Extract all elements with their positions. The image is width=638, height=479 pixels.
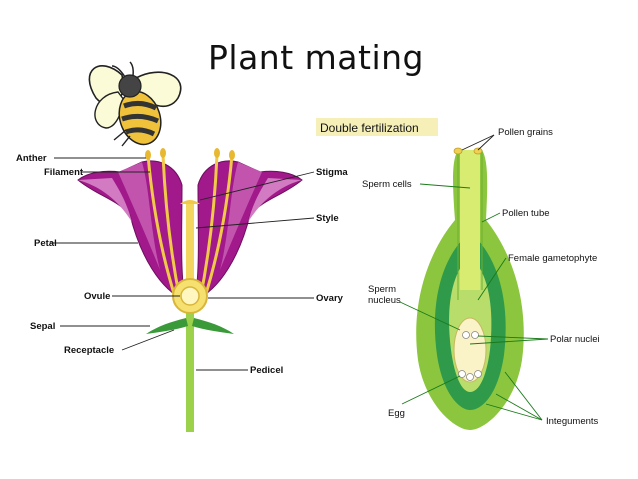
ovule-diagram: [416, 147, 524, 430]
right-petal-inner: [220, 162, 262, 270]
pollen-grain-2: [473, 147, 483, 155]
label-egg: Egg: [388, 408, 405, 419]
ovule: [180, 286, 200, 306]
pollen-grain: [453, 147, 463, 155]
label-sperm: Sperm: [368, 284, 396, 295]
label-style: Style: [316, 213, 339, 224]
stigma: [180, 200, 200, 204]
right-sepal: [192, 318, 234, 334]
double-fertilization-header: Double fertilization: [316, 118, 438, 136]
label-stigma: Stigma: [316, 167, 348, 178]
label-anther: Anther: [16, 153, 47, 164]
label-integuments: Integuments: [546, 416, 599, 427]
label-nucleus: nucleus: [368, 295, 401, 306]
right-filament-2: [198, 154, 219, 301]
label-pollen-grains: Pollen grains: [498, 127, 553, 138]
anther-2: [160, 148, 166, 158]
anther-3: [229, 150, 235, 160]
egg-cell: [458, 370, 466, 378]
right-petal-curl: [248, 178, 302, 222]
header-highlight: [316, 118, 438, 136]
flower-labels: Anther Filament Petal Ovule Sepal Recept…: [16, 153, 348, 376]
bee-icon: [88, 61, 182, 147]
left-filament: [146, 154, 178, 301]
label-petal: Petal: [34, 238, 57, 249]
slide-title: Plant mating: [208, 38, 424, 77]
left-filament-2: [161, 154, 182, 301]
label-sperm-cells: Sperm cells: [362, 179, 412, 190]
flower-diagram: [77, 148, 303, 432]
style: [186, 202, 194, 288]
label-filament: Filament: [44, 167, 84, 178]
polar-nucleus: [462, 331, 470, 339]
left-sepal: [146, 318, 188, 334]
label-ovary: Ovary: [316, 293, 344, 304]
left-petal-curl: [78, 178, 132, 222]
label-sepal: Sepal: [30, 321, 55, 332]
anther-4: [214, 148, 220, 158]
left-petal-inner: [118, 162, 160, 270]
label-female-gametophyte: Female gametophyte: [508, 253, 597, 264]
label-pollen-tube: Pollen tube: [502, 208, 550, 219]
ovule-labels: Pollen grains Sperm cells Pollen tube Fe…: [362, 127, 600, 427]
synergid: [466, 373, 474, 381]
pollen-tube: [460, 150, 480, 290]
synergid-2: [474, 370, 482, 378]
double-fertilization-title: Double fertilization: [320, 121, 419, 135]
label-pedicel: Pedicel: [250, 365, 283, 376]
polar-nucleus-2: [471, 331, 479, 339]
label-receptacle: Receptacle: [64, 345, 114, 356]
pedicel-stem: [186, 300, 194, 432]
anther: [145, 150, 151, 160]
label-polar-nuclei: Polar nuclei: [550, 334, 600, 345]
pollen-tube-walls: [457, 150, 483, 300]
label-ovule: Ovule: [84, 291, 110, 302]
